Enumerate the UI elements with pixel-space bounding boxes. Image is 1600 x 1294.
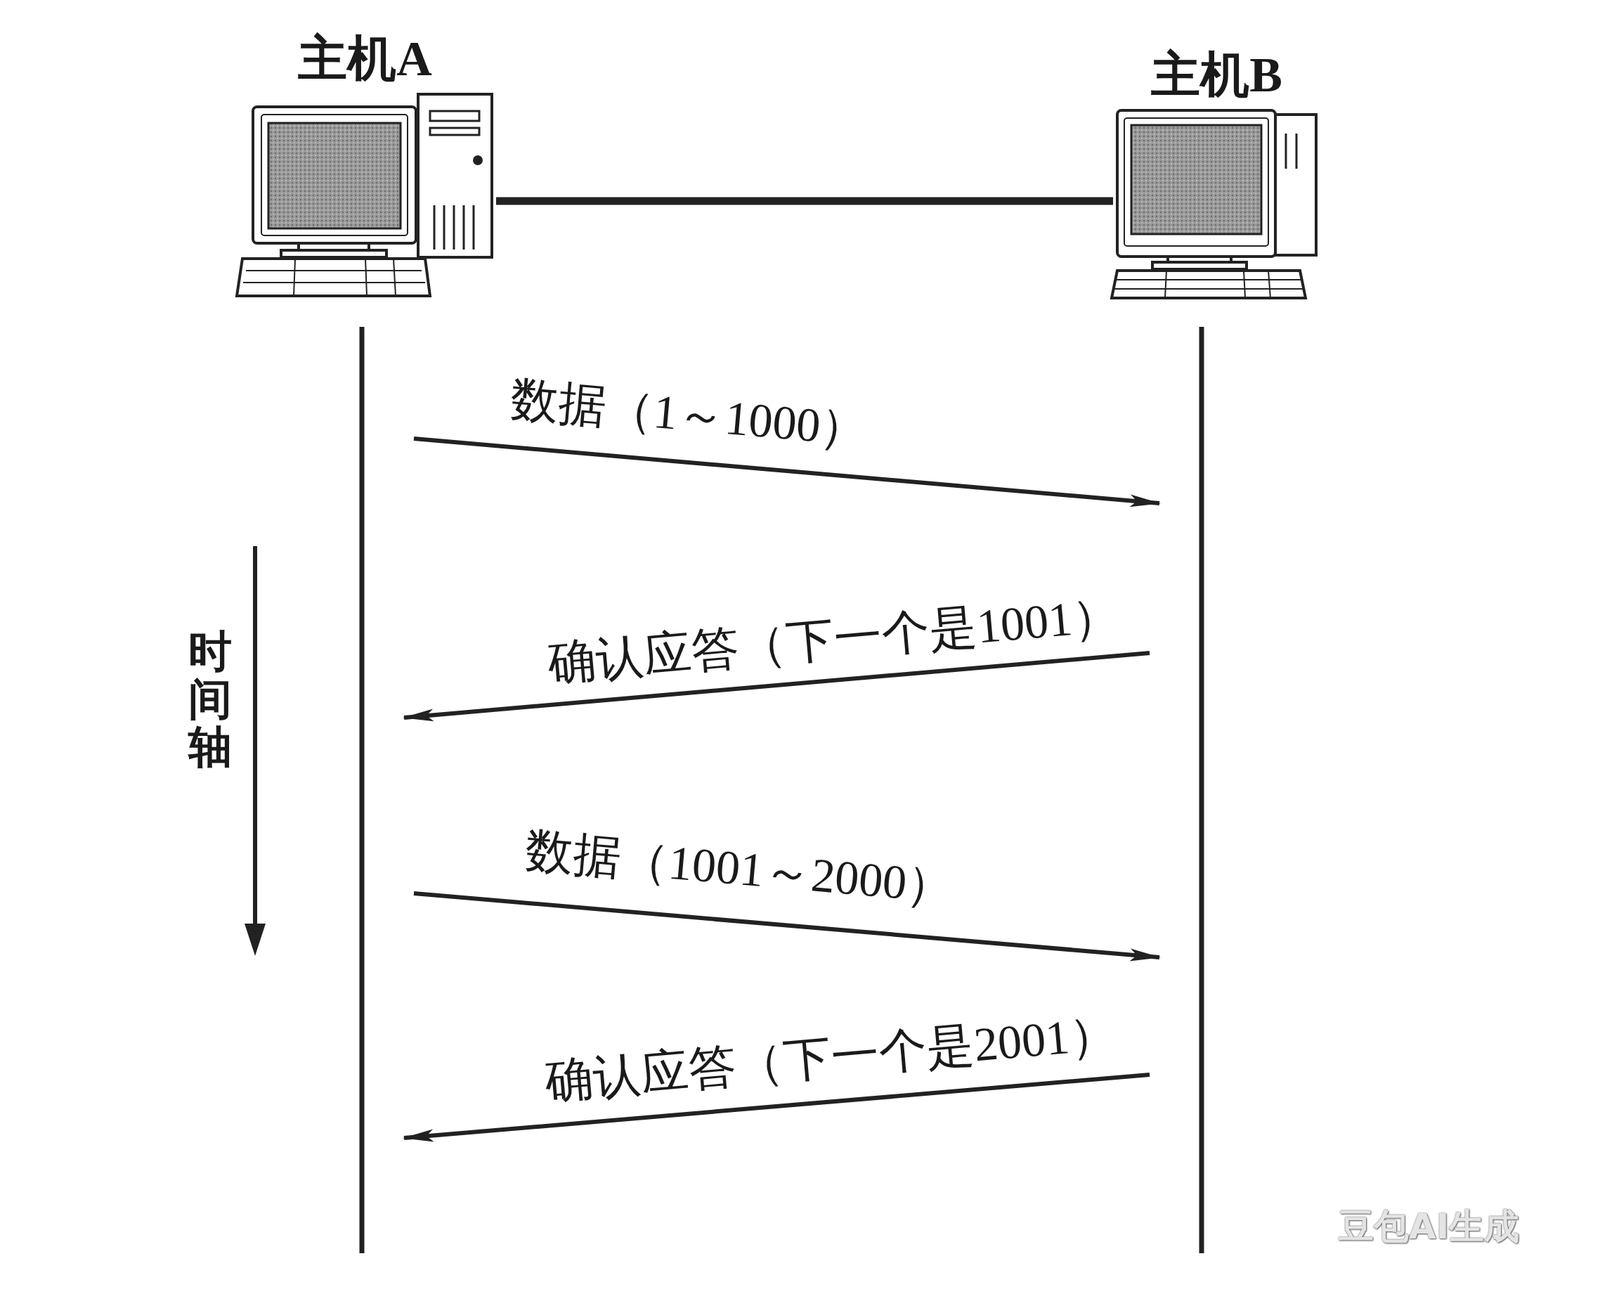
axis-label: 时间轴 (188, 627, 232, 772)
message-label: 确认应答（下一个是2001） (538, 1007, 1123, 1109)
host-computer: 主机B (1113, 47, 1321, 300)
host-label: 主机A (233, 31, 497, 86)
computer-icon (236, 94, 492, 296)
host-label: 主机B (1113, 47, 1321, 102)
watermark: 豆包AI生成 (1338, 1202, 1520, 1251)
message-arrow (413, 893, 1160, 958)
host-computer: 主机A (233, 31, 497, 299)
lifeline (359, 326, 365, 1253)
computer-icon (1111, 110, 1317, 298)
message-label: 数据（1001～2000） (519, 824, 961, 913)
network-cable (496, 197, 1114, 206)
message-label: 确认应答（下一个是1001） (541, 589, 1126, 691)
lifeline (1199, 326, 1205, 1253)
message-label: 数据（1～1000） (504, 373, 875, 456)
time-axis-arrow (244, 545, 266, 956)
